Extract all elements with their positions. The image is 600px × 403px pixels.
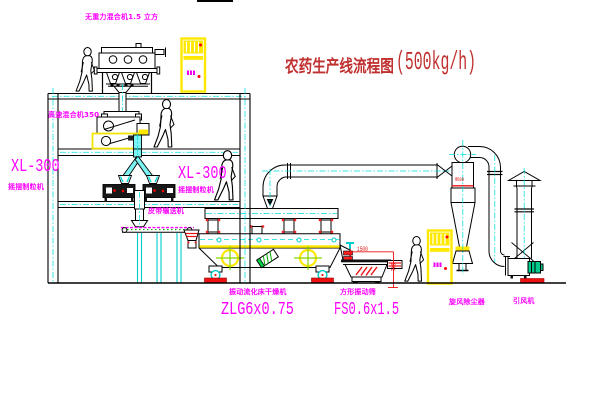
label-dryer-name: 振动流化床干燥机 [229, 288, 287, 296]
label-high-speed-mixer: 高速混合机350 [48, 111, 100, 119]
label-cyclone: 旋风除尘器 [449, 298, 485, 306]
vibrating-screen [341, 259, 403, 284]
gravityless-mixer [93, 43, 166, 116]
person-floor2 [153, 99, 175, 148]
dryer-support-right [311, 265, 334, 283]
vibration-motor [255, 248, 280, 269]
dimension-lines [350, 249, 398, 288]
page-title-capacity: (500kg/h) [396, 47, 477, 77]
dim-screen-height: 941 [389, 263, 396, 272]
induced-draft-fan [507, 258, 545, 284]
cyclone-separator [449, 140, 476, 275]
dim-screen-width: 1500 [357, 245, 368, 253]
label-dryer-model: ZLG6x0.75 [221, 300, 294, 320]
building-beam-centerlines [52, 95, 246, 205]
level-crosshair-right [294, 246, 322, 270]
label-belt-conveyor: 皮带输送机 [148, 207, 184, 215]
discharge-chute [130, 190, 149, 228]
dim-cyclone: Φ500 [455, 177, 465, 183]
dryer-support-left [204, 265, 227, 283]
exhaust-stack [506, 168, 542, 283]
label-granulator-right-model: XL-300 [178, 164, 227, 184]
y-chute [122, 134, 154, 179]
cyclone-outlet-pipe [468, 146, 510, 276]
high-speed-mixer [91, 111, 150, 150]
label-screen-model: FS0.6x1.5 [334, 300, 400, 320]
dryer-feed-hopper [183, 229, 200, 249]
building-columns [47, 88, 251, 283]
exhaust-duct [262, 163, 453, 209]
label-granulator-left-name: 摇摆制粒机 [8, 183, 44, 191]
level-crosshair-left [216, 246, 244, 270]
label-gravityless-mixer: 无重力混合机1.5 立方 [85, 13, 159, 21]
person-ground [404, 236, 425, 282]
belt-conveyor [121, 226, 194, 283]
fluid-bed-dryer [198, 208, 354, 283]
label-granulator-left-model: XL-300 [11, 157, 60, 177]
label-granulator-right-name: 摇摆制粒机 [178, 186, 214, 194]
label-screen-name: 方形振动筛 [340, 288, 376, 296]
control-cabinet-2 [426, 229, 453, 285]
person-roof [75, 47, 95, 92]
granulator-left [102, 175, 136, 202]
control-cabinet-1 [180, 37, 207, 93]
page-title: 农药生产线流程图 [285, 57, 394, 77]
label-fan: 引风机 [513, 297, 535, 305]
building-frame [48, 92, 250, 209]
granulator-right [142, 175, 176, 202]
